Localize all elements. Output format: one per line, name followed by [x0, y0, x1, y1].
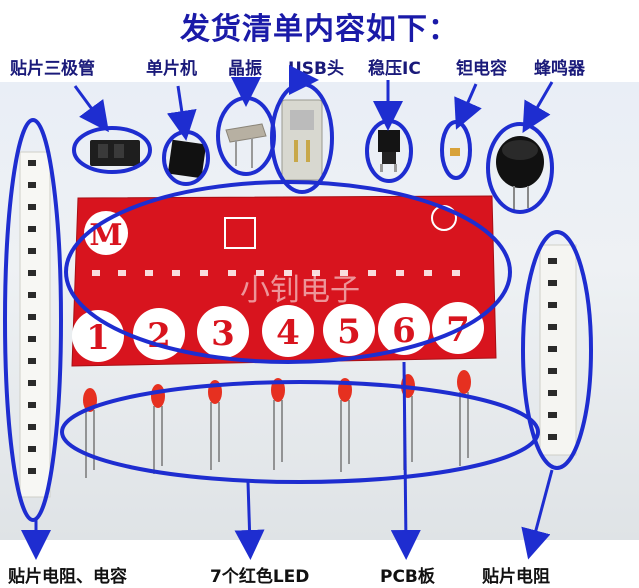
circle-buzzer	[486, 122, 554, 214]
mcu-chip	[167, 139, 207, 179]
annotation-circles	[3, 82, 593, 522]
tantalum-capacitor	[450, 148, 460, 156]
smd-tape-left	[19, 151, 51, 498]
smd-tape-right	[539, 244, 577, 456]
pcb-number-3: 3	[211, 314, 235, 354]
usb-connector	[281, 99, 323, 181]
label-tantalum-capacitor: 钽电容	[456, 59, 507, 79]
label-mcu: 单片机	[146, 59, 197, 79]
label-smd-transistor: 贴片三极管	[10, 59, 95, 79]
label-smd-resistor: 贴片电阻	[482, 567, 550, 587]
page-title: 发货清单内容如下：	[180, 12, 459, 47]
smd-transistor-strip	[90, 140, 140, 166]
led-5	[338, 378, 352, 472]
led-4	[271, 378, 285, 470]
annotation-arrows	[21, 77, 554, 560]
voltage-regulator	[378, 130, 400, 172]
circle-left-strip	[3, 118, 63, 522]
pcb-number-2: 2	[147, 316, 171, 356]
watermark-text: 小钊电子	[240, 273, 360, 308]
led-2	[151, 384, 165, 474]
led-3	[208, 380, 222, 470]
pcb-number-1: 1	[86, 318, 110, 358]
led-1	[83, 388, 97, 478]
pcb-logo-letter: M	[89, 218, 122, 253]
circle-leds	[60, 380, 540, 484]
circle-transistor	[72, 126, 152, 174]
label-buzzer: 蜂鸣器	[534, 59, 585, 79]
led-7	[457, 370, 471, 466]
pcb-number-4: 4	[276, 313, 300, 353]
buzzer	[496, 136, 544, 210]
pcb-number-5: 5	[337, 312, 361, 352]
pcb-number-6: 6	[392, 311, 416, 351]
label-usb: USB头	[288, 59, 345, 79]
circle-right-strip	[521, 230, 593, 470]
label-pcb: PCB板	[380, 567, 435, 587]
label-regulator: 稳压IC	[368, 59, 421, 79]
label-smd-resistor-capacitor: 贴片电阻、电容	[8, 567, 127, 587]
label-red-leds: 7个红色LED	[210, 567, 310, 587]
label-crystal: 晶振	[228, 59, 262, 79]
circle-pcb	[64, 180, 512, 364]
crystal-oscillator	[225, 123, 267, 168]
circle-usb	[270, 82, 334, 194]
pcb-board: M 1 2 3 4 5 6 7	[71, 195, 497, 367]
